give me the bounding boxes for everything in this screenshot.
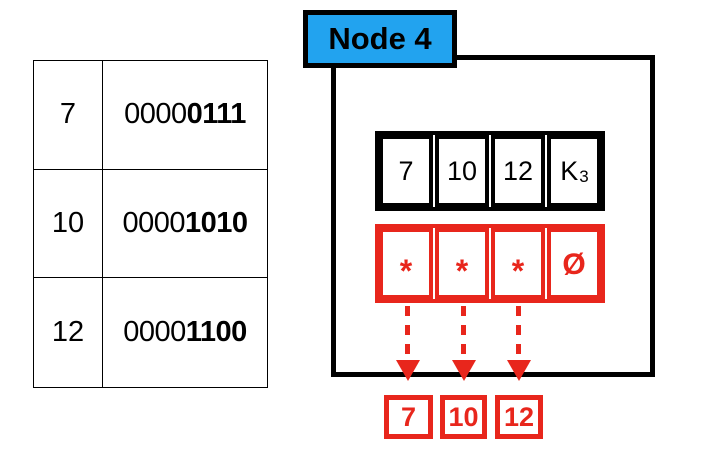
binary-table: 7 00000111 10 00001010 12 00001100 — [33, 60, 268, 388]
bits-suffix: 1010 — [185, 206, 248, 239]
node-title-label: Node 4 — [303, 10, 457, 68]
dashed-line — [461, 306, 466, 362]
bits-text: 00000111 — [124, 100, 246, 129]
pointer-cell: Ø — [547, 228, 601, 299]
binary-table-bits: 00000111 — [103, 61, 267, 170]
bits-prefix: 0000 — [124, 98, 187, 131]
bits-text: 00001010 — [122, 206, 248, 239]
leaf-box: 12 — [495, 395, 543, 439]
asterisk-pointer-icon: * — [455, 252, 469, 289]
dashed-line — [405, 306, 410, 362]
binary-table-value: 10 — [34, 169, 103, 279]
bits-text: 00001100 — [123, 316, 247, 349]
binary-table-value: 7 — [34, 61, 103, 170]
key-subscript: 3 — [579, 166, 589, 186]
bits-suffix: 1100 — [185, 316, 247, 349]
binary-table-bits: 00001010 — [103, 170, 267, 279]
key-cell: 7 — [379, 135, 433, 207]
down-arrow-head-icon — [395, 360, 420, 381]
bits-prefix: 0000 — [122, 206, 185, 239]
key-cell: 10 — [435, 135, 489, 207]
binary-table-value: 12 — [34, 278, 103, 387]
pointer-cell: * — [435, 228, 489, 299]
down-arrow-head-icon — [506, 360, 531, 381]
key-cell: 12 — [491, 135, 545, 207]
key-symbol: K — [560, 155, 579, 186]
pointer-row: * * * Ø — [375, 224, 605, 303]
leaf-box: 7 — [384, 395, 433, 439]
leaf-box: 10 — [440, 395, 487, 439]
bits-prefix: 0000 — [123, 316, 186, 349]
down-arrow-head-icon — [451, 360, 476, 381]
asterisk-pointer-icon: * — [511, 252, 525, 289]
binary-table-bits: 00001100 — [103, 278, 267, 387]
asterisk-pointer-icon: * — [399, 252, 413, 289]
pointer-cell: * — [379, 228, 433, 299]
empty-set-icon: Ø — [562, 247, 586, 281]
node-container-box — [331, 55, 655, 377]
bits-suffix: 0111 — [186, 98, 247, 131]
pointer-cell: * — [491, 228, 545, 299]
dashed-line — [516, 306, 521, 362]
